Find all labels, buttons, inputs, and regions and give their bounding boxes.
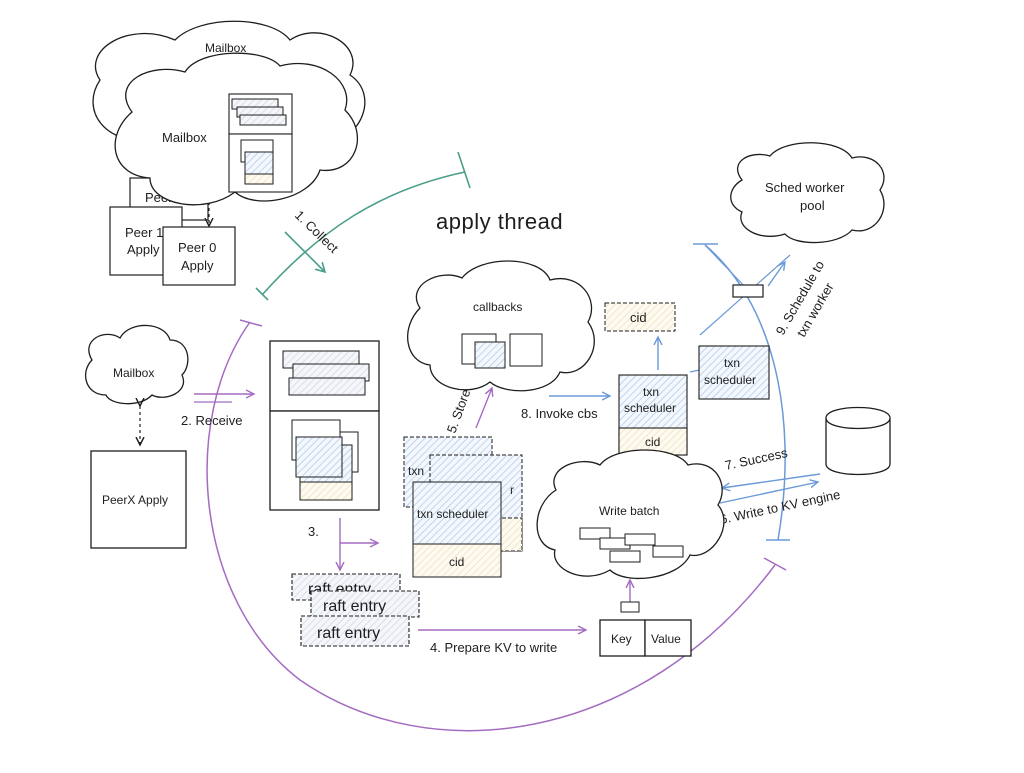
raft-entry-2-label: raft entry <box>323 598 386 615</box>
diagram-title: apply thread <box>436 209 563 234</box>
schedule-arrow <box>767 262 785 287</box>
raft-entry-3-label: raft entry <box>317 625 380 642</box>
txn-scheduler-right <box>698 345 770 400</box>
apply-cmd-card3-cid <box>299 481 353 501</box>
callback-card-3 <box>509 333 543 367</box>
txn-scheduler-mid-cid-label: cid <box>645 435 660 449</box>
step-prepare-label: 4. Prepare KV to write <box>430 640 557 655</box>
txn-stack-back-label: txn <box>408 464 424 478</box>
txn-scheduler-right-line1: txn <box>724 356 740 370</box>
mailbox-front-label: Mailbox <box>162 130 207 145</box>
schedule-token <box>732 284 764 298</box>
txn-stack-front-label: txn scheduler <box>417 507 488 521</box>
step-success-label: 7. Success <box>724 445 790 473</box>
mailbox-mini-card-cid <box>244 173 274 185</box>
write-batch-item-1 <box>579 527 611 540</box>
mailbox-top-msg3 <box>239 114 287 126</box>
txn-scheduler-right-line2: scheduler <box>704 373 756 387</box>
left-mailbox-label: Mailbox <box>113 366 154 380</box>
kv-key-label: Key <box>611 632 632 646</box>
txn-scheduler-mid-line1: txn <box>643 385 659 399</box>
write-batch-item-5 <box>609 550 641 563</box>
step-receive-label: 2. Receive <box>181 413 242 428</box>
write-kv-arrow <box>719 482 818 504</box>
left-mailbox-cloud <box>84 324 189 405</box>
txn-stack-mid-label: r <box>510 483 514 497</box>
write-batch-label: Write batch <box>599 504 659 518</box>
collect-arrow <box>284 231 325 272</box>
step-collect-label: 1. Collect <box>292 207 342 256</box>
peer0-label: Peer 0 <box>178 240 216 255</box>
step-write-kv-label: 6. Write to KV engine <box>719 487 842 527</box>
store-arrow <box>475 388 492 429</box>
raft-entry-2 <box>310 590 420 618</box>
apply-batch-msg3 <box>288 377 366 396</box>
cid-top-box <box>604 302 676 332</box>
step-invoke-label: 8. Invoke cbs <box>521 406 598 421</box>
apply-loop-arc <box>206 321 776 732</box>
peer1-label: Peer 1 <box>125 225 163 240</box>
collect-arc <box>261 171 466 296</box>
step-three-label: 3. <box>308 524 319 539</box>
collect-arc-tick-top <box>457 151 471 189</box>
apply-loop-end-tick <box>763 557 787 571</box>
apply-cmd-card4 <box>295 436 343 478</box>
peerx-apply-label: PeerX Apply <box>102 493 168 507</box>
callbacks-label: callbacks <box>473 300 522 314</box>
apply-loop-start-tick <box>239 319 263 327</box>
kv-value-box <box>644 619 692 657</box>
write-batch-item-4 <box>652 545 684 558</box>
collect-arc-tick-bottom <box>255 287 269 301</box>
write-batch-item-3 <box>624 533 656 546</box>
callbacks-cloud <box>407 260 595 392</box>
kv-value-label: Value <box>651 632 681 646</box>
mailbox-back-label: Mailbox <box>205 41 246 55</box>
sched-pool-line1: Sched worker <box>765 180 845 195</box>
txn-scheduler-mid-line2: scheduler <box>624 401 676 415</box>
kv-key-box <box>599 619 646 657</box>
txn-stack-front-cid-label: cid <box>449 555 464 569</box>
txn-stack-front-cid <box>412 543 502 578</box>
sched-pool-cloud <box>730 142 885 244</box>
raft-entry-3 <box>300 615 410 647</box>
step-store-label: 5. Store <box>444 387 474 435</box>
kv-engine-cylinder <box>825 406 891 476</box>
peer1-sublabel: Apply <box>127 242 160 257</box>
success-arrow <box>722 473 821 488</box>
sched-pool-line2: pool <box>800 198 825 213</box>
kv-pair-token <box>620 601 640 613</box>
peerx-apply-box <box>90 450 187 549</box>
callback-card-2 <box>474 341 506 369</box>
peer0-sublabel: Apply <box>181 258 214 273</box>
cid-top-label: cid <box>630 310 647 325</box>
peer0-box <box>162 226 236 286</box>
